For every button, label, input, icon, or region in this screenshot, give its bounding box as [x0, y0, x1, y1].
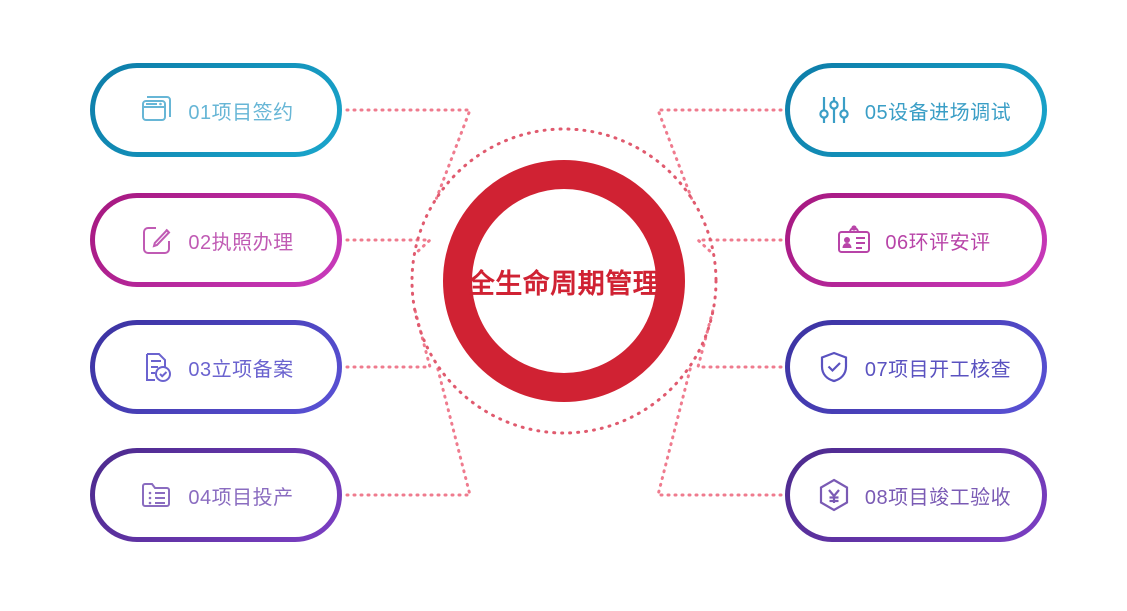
stage-card-label: 07项目开工核查 — [864, 358, 1012, 381]
shield-check-icon — [815, 348, 853, 386]
stage-card-label: 01项目签约 — [188, 101, 294, 124]
document-check-icon — [138, 348, 176, 386]
center-title: 全生命周期管理 — [467, 268, 661, 299]
equalizer-sliders-icon — [815, 91, 853, 129]
stage-card-01[interactable]: 01项目签约 — [90, 63, 342, 157]
stage-card-label: 04项目投产 — [188, 486, 294, 509]
stage-card-06[interactable]: 06环评安评 — [785, 193, 1047, 287]
connector-line-03 — [345, 305, 432, 369]
connector-line-06 — [694, 238, 783, 257]
connector-line-07 — [696, 305, 783, 369]
stage-card-02[interactable]: 02执照办理 — [90, 193, 342, 287]
stage-card-label: 08项目竣工验收 — [864, 486, 1012, 509]
stage-card-05[interactable]: 05设备进场调试 — [785, 63, 1047, 157]
stage-card-label: 06环评安评 — [885, 231, 991, 254]
stage-card-label: 03立项备案 — [188, 358, 294, 381]
center-hub: 全生命周期管理 — [443, 160, 685, 402]
id-card-icon — [835, 221, 873, 259]
stage-card-label: 02执照办理 — [188, 231, 294, 254]
stage-card-08[interactable]: 08项目竣工验收 — [785, 448, 1047, 542]
edit-square-icon — [138, 221, 176, 259]
stage-card-07[interactable]: 07项目开工核查 — [785, 320, 1047, 414]
card-wallet-icon — [138, 91, 176, 129]
stage-card-04[interactable]: 04项目投产 — [90, 448, 342, 542]
connector-line-02 — [345, 238, 434, 257]
yuan-hexagon-icon — [815, 476, 853, 514]
stage-card-03[interactable]: 03立项备案 — [90, 320, 342, 414]
folder-list-icon — [138, 476, 176, 514]
stage-card-label: 05设备进场调试 — [864, 101, 1012, 124]
